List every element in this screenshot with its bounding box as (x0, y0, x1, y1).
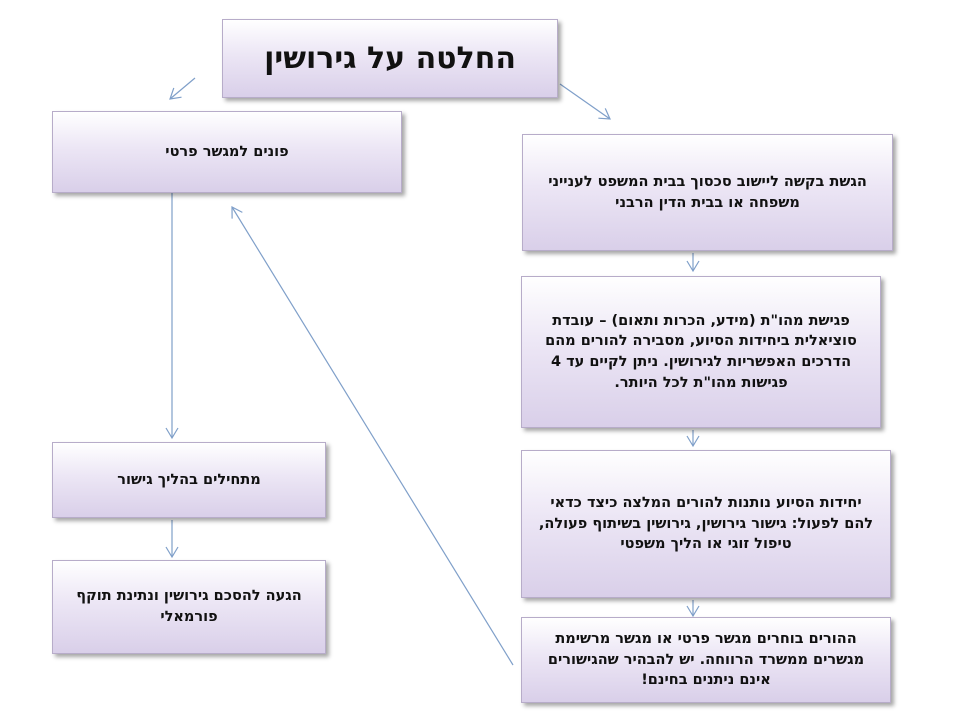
recommendation-text: יחידות הסיוע נותנות להורים המלצה כיצד כד… (538, 495, 874, 553)
info-meeting-text: פגישת מהו"ת (מידע, הכרות ותאום) – עובדת … (545, 312, 857, 391)
choose-mediator-box: ההורים בוחרים מגשר פרטי או מגשר מרשימת מ… (521, 617, 891, 703)
file-request-text: הגשת בקשה ליישוב סכסוך בבית המשפט לעניינ… (548, 173, 867, 211)
agreement-box: הגעה להסכם גירושין ונתינת תוקף פורמאלי (52, 560, 326, 654)
start-mediation-box: מתחילים בהליך גישור (52, 442, 326, 518)
private-mediator-box: פונים למגשר פרטי (52, 111, 402, 193)
info-meeting-box: פגישת מהו"ת (מידע, הכרות ותאום) – עובדת … (521, 276, 881, 428)
arrow-title-to-file-request (559, 83, 611, 120)
file-request-box: הגשת בקשה ליישוב סכסוך בבית המשפט לעניינ… (522, 134, 893, 251)
arrow-choose-mediator-to-private-mediator (231, 206, 514, 666)
arrow-title-to-private-mediator (169, 77, 196, 100)
agreement-text: הגעה להסכם גירושין ונתינת תוקף פורמאלי (76, 588, 302, 625)
diagram-title: החלטה על גירושין (264, 41, 516, 76)
private-mediator-text: פונים למגשר פרטי (165, 143, 289, 160)
choose-mediator-text: ההורים בוחרים מגשר פרטי או מגשר מרשימת מ… (547, 631, 865, 689)
title-box: החלטה על גירושין (222, 19, 558, 98)
start-mediation-text: מתחילים בהליך גישור (117, 471, 261, 488)
recommendation-box: יחידות הסיוע נותנות להורים המלצה כיצד כד… (521, 450, 891, 598)
